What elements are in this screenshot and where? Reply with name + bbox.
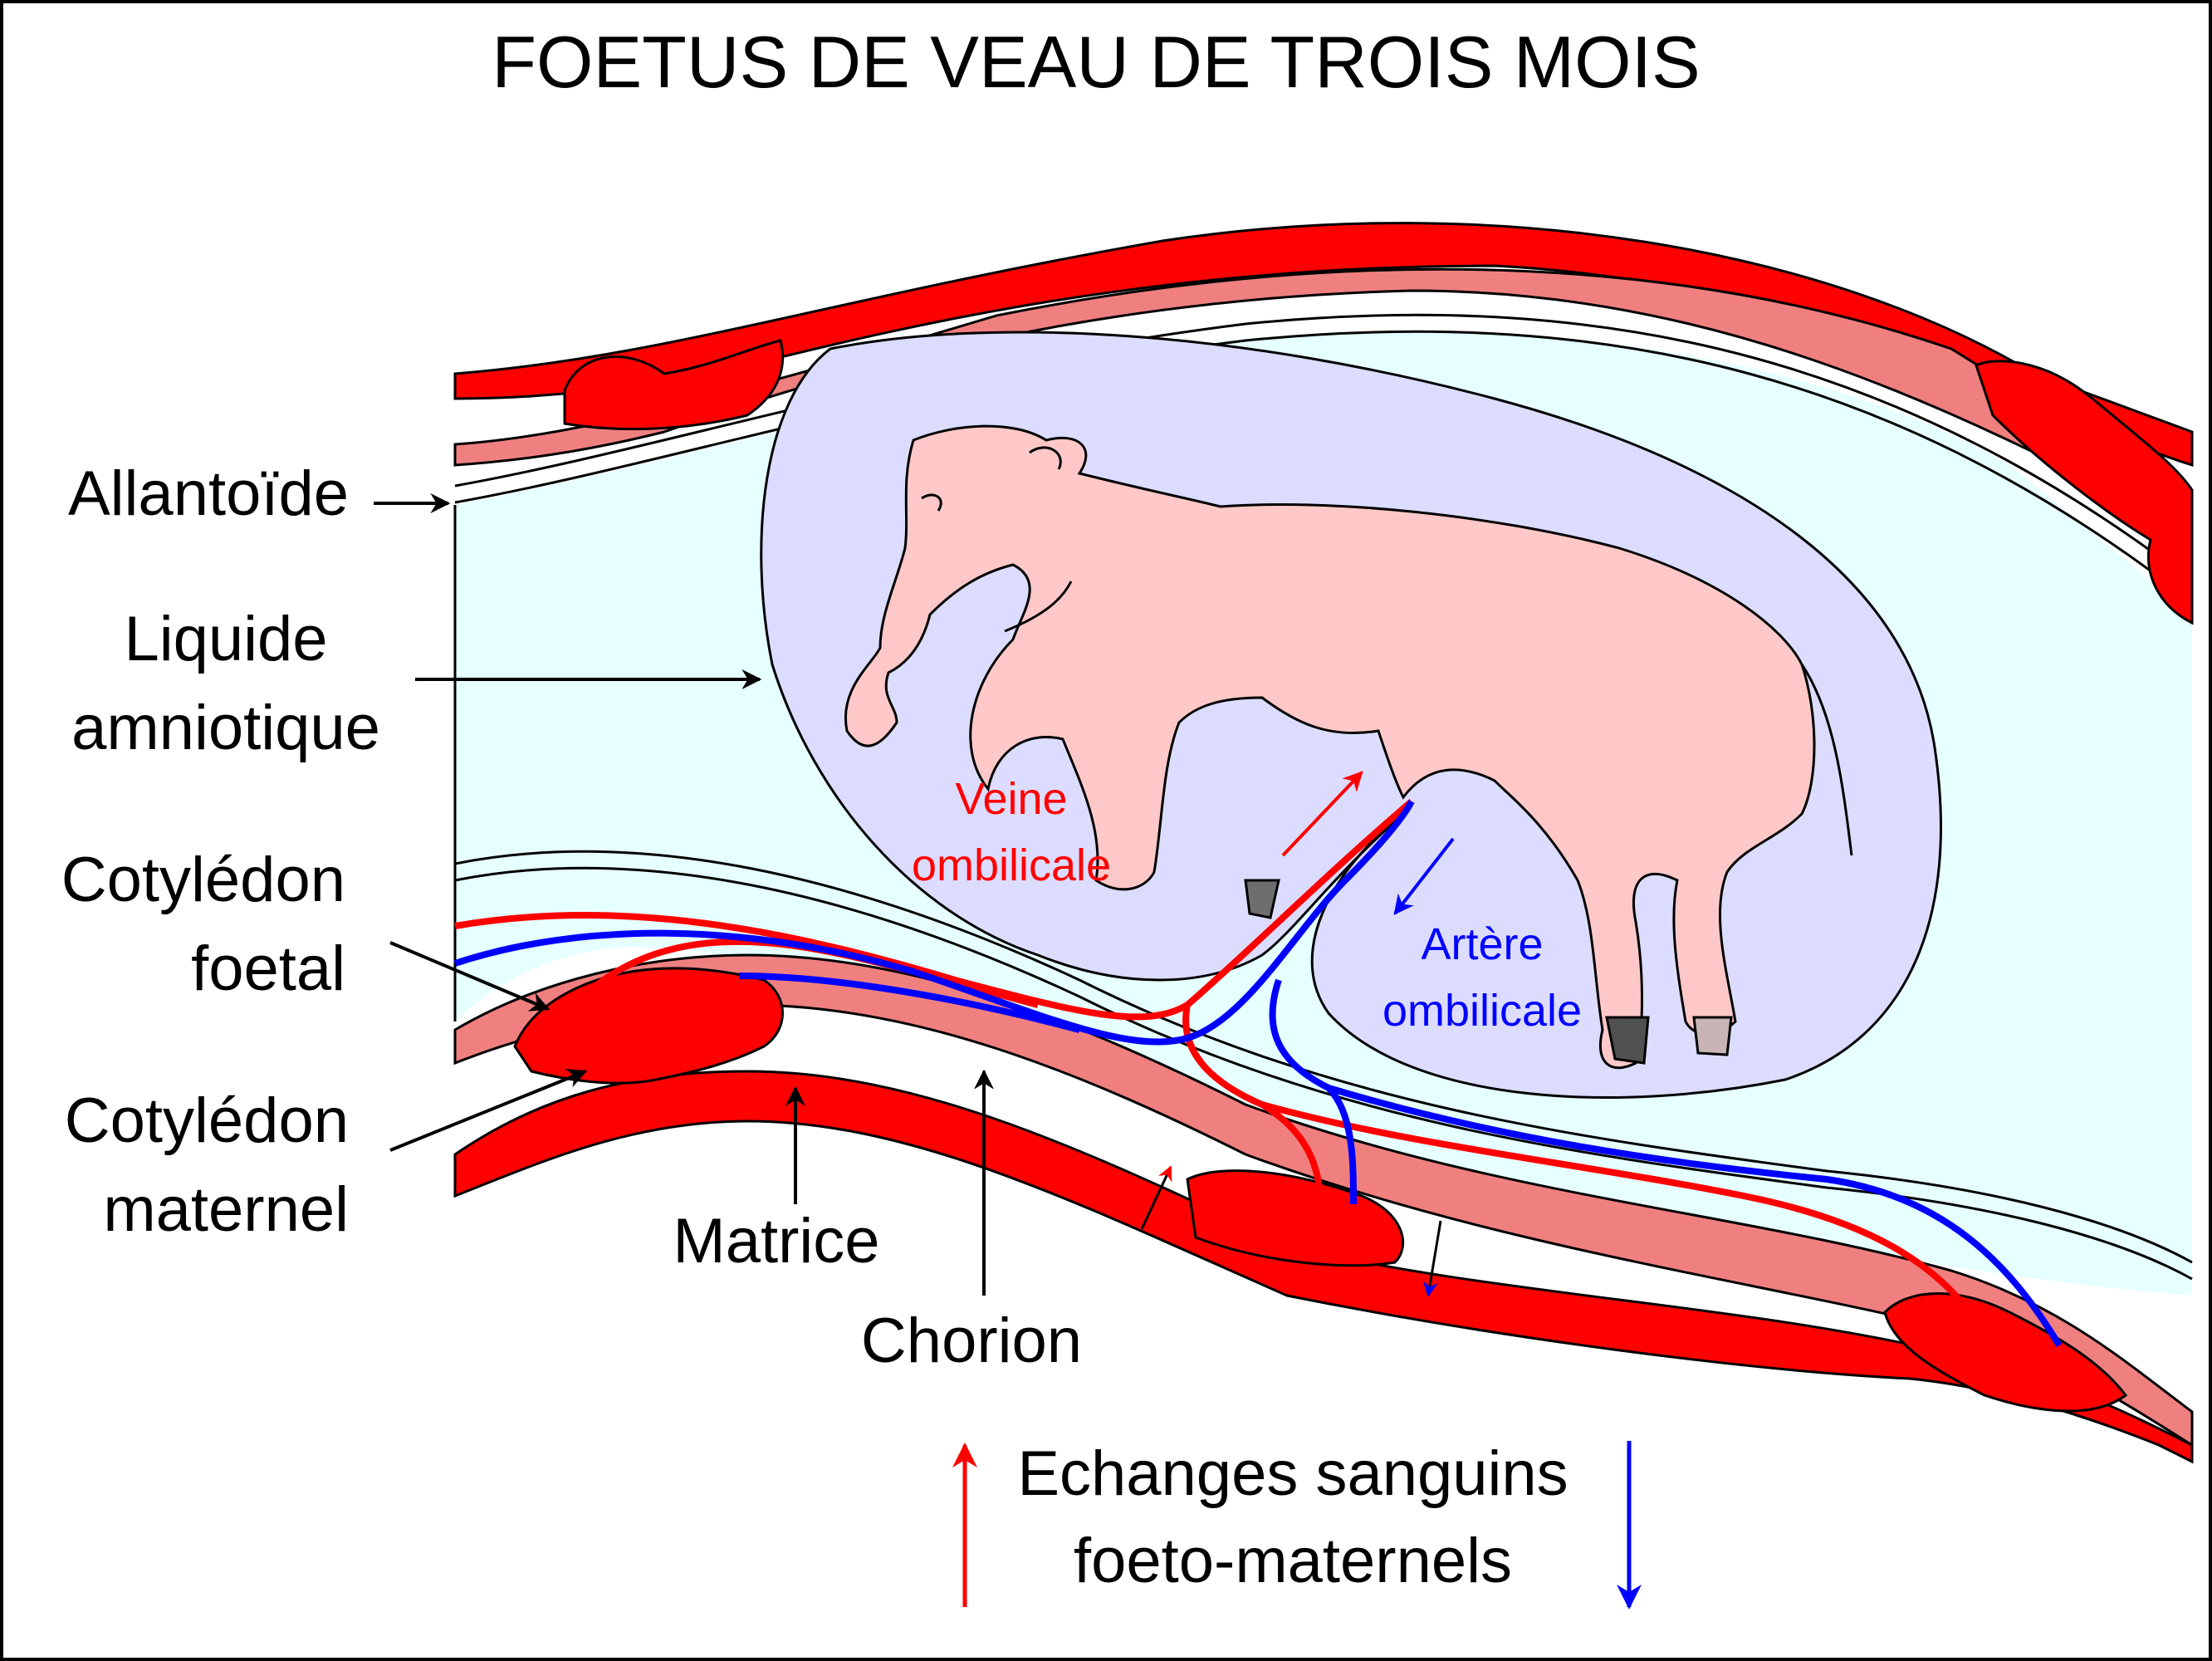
upper-right-cotyledon <box>1975 360 2194 625</box>
fetus-ear <box>1029 446 1062 470</box>
page-title: FOETUS DE VEAU DE TROIS MOIS <box>492 21 1700 103</box>
label-artere-line1: Artère <box>1421 919 1543 969</box>
label-chorion: Chorion <box>861 1306 1082 1376</box>
fetus-hoof-back-1 <box>1605 1016 1650 1065</box>
upper-left-cotyledon <box>563 339 785 431</box>
label-liquide-line2: amniotique <box>71 693 380 763</box>
umbilical-artery-branch-right <box>1327 1085 2063 1348</box>
exchange-arrow-up <box>1140 1165 1172 1230</box>
fetus-neck-fold <box>1004 581 1073 633</box>
label-veine-line2: ombilicale <box>912 840 1111 890</box>
label-matrice: Matrice <box>673 1206 879 1276</box>
lower-allantois-line-2 <box>454 866 2193 1281</box>
label-allantoide: Allantoïde <box>68 458 349 529</box>
fetus-hoof-back-2 <box>1692 1016 1733 1056</box>
fetus-tail <box>1800 664 1853 856</box>
umbilical-artery-branch-left <box>738 973 1081 1033</box>
label-cot-foetal-line2: foetal <box>191 933 345 1004</box>
label-liquide-line1: Liquide <box>124 604 327 674</box>
upper-allantois-line-1 <box>454 313 2193 583</box>
umbilical-vein-main <box>454 798 1414 1021</box>
label-artere-line2: ombilicale <box>1382 986 1582 1036</box>
umbilical-vein-branch-right <box>1260 1101 1980 1323</box>
fetus-body <box>844 424 1816 1070</box>
umbilical-artery-main <box>453 800 1415 1046</box>
cot-foetal-pointer <box>389 941 551 1012</box>
lower-uterus-wall <box>453 1070 2194 1464</box>
label-cot-maternel-line1: Cotylédon <box>65 1085 349 1156</box>
lower-right-cotyledon <box>1883 1292 2128 1413</box>
fetus-eye <box>921 493 942 512</box>
label-cot-foetal-line1: Cotylédon <box>61 845 345 915</box>
fetus-hoof-front <box>1244 879 1280 919</box>
umbilical-artery-branch-mid <box>1269 978 1357 1205</box>
vein-flow-arrow <box>1281 771 1363 857</box>
cot-maternel-pointer <box>389 1068 588 1152</box>
lower-allantois-line-1 <box>454 850 2193 1264</box>
lower-middle-cotyledon <box>1186 1169 1405 1267</box>
label-cot-maternel-line2: maternel <box>103 1174 349 1245</box>
label-veine-line1: Veine <box>955 774 1067 824</box>
legend-line2: foeto-maternels <box>1074 1526 1512 1596</box>
exchange-arrow-down <box>1422 1220 1442 1297</box>
legend-line1: Echanges sanguins <box>1017 1438 1568 1509</box>
artery-flow-arrow <box>1393 837 1455 915</box>
upper-allantois-line-2 <box>454 330 2193 604</box>
